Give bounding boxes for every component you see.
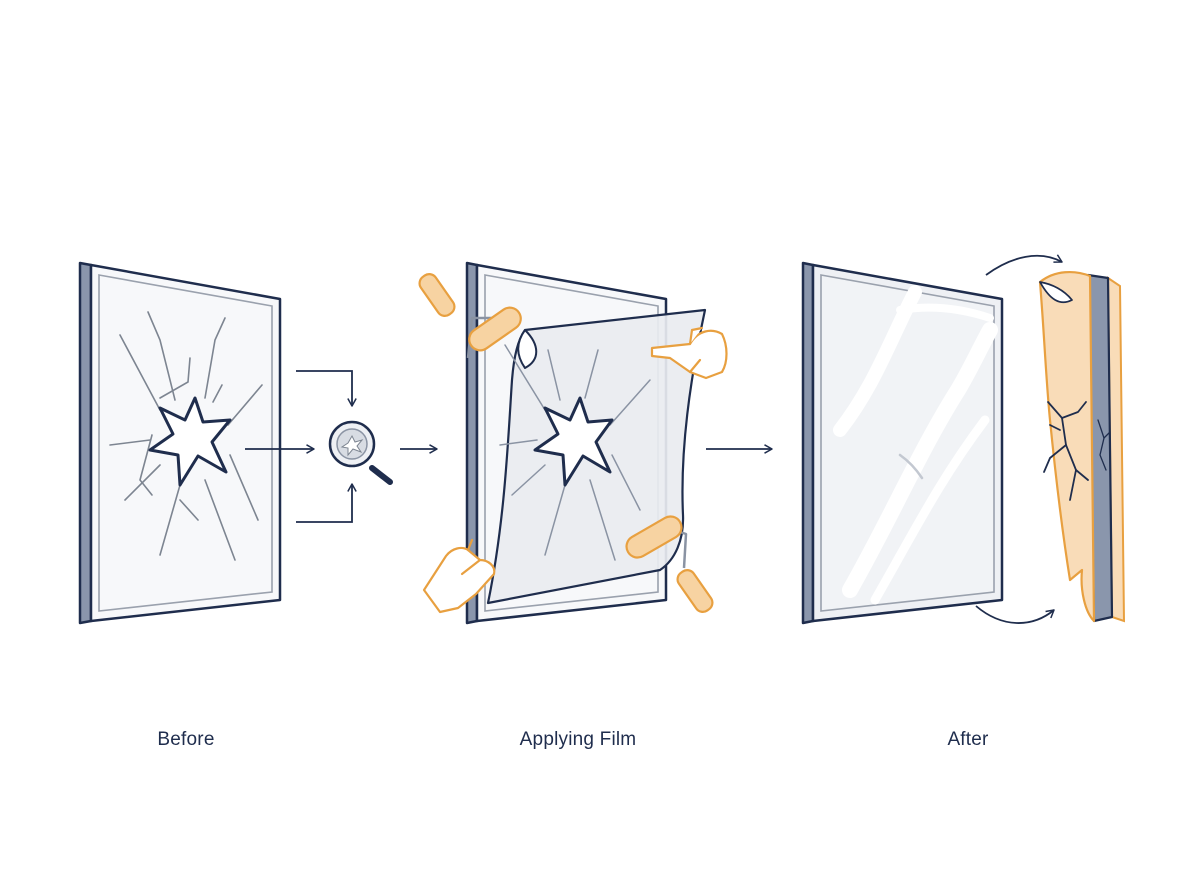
arrow-bottom-elbow (296, 483, 357, 523)
label-after: After (947, 729, 989, 750)
before-pane-edge (78, 261, 93, 625)
applying-crack-lines (499, 344, 651, 561)
after-faint-mark (898, 453, 924, 480)
after-pane-inner-frame (820, 274, 995, 612)
film-peeled-corner (517, 329, 538, 369)
section-peeled-corner (1039, 281, 1073, 304)
label-applying-film: Applying Film (519, 729, 637, 750)
after-clear-pane (801, 261, 1004, 625)
applying-impact-star (533, 396, 614, 487)
layered-cross-section (975, 254, 1126, 624)
after-pane-edge (801, 261, 815, 625)
before-pane-inner-frame (98, 274, 273, 612)
before-crack-lines (109, 311, 263, 561)
hand-icon-bottom (422, 538, 496, 614)
before-impact-star (148, 396, 232, 487)
curved-arrow-icon-bottom (975, 605, 1055, 624)
label-before: Before (157, 729, 215, 750)
applying-pane-inner-frame (484, 274, 659, 612)
before-broken-pane (78, 261, 282, 625)
roller-icon-top (418, 273, 522, 359)
section-contained-crack (1043, 401, 1089, 501)
arrow-top-elbow (296, 370, 357, 407)
inspection-flow (245, 370, 438, 523)
applying-film-pane (418, 261, 728, 625)
after-glass-reflections (833, 285, 998, 605)
curved-arrow-icon-top (985, 254, 1063, 276)
roller-icon-bottom (625, 515, 714, 613)
magnifier-icon (328, 420, 393, 485)
section-glass-crack (1097, 419, 1111, 471)
hand-icon-top (650, 326, 728, 380)
